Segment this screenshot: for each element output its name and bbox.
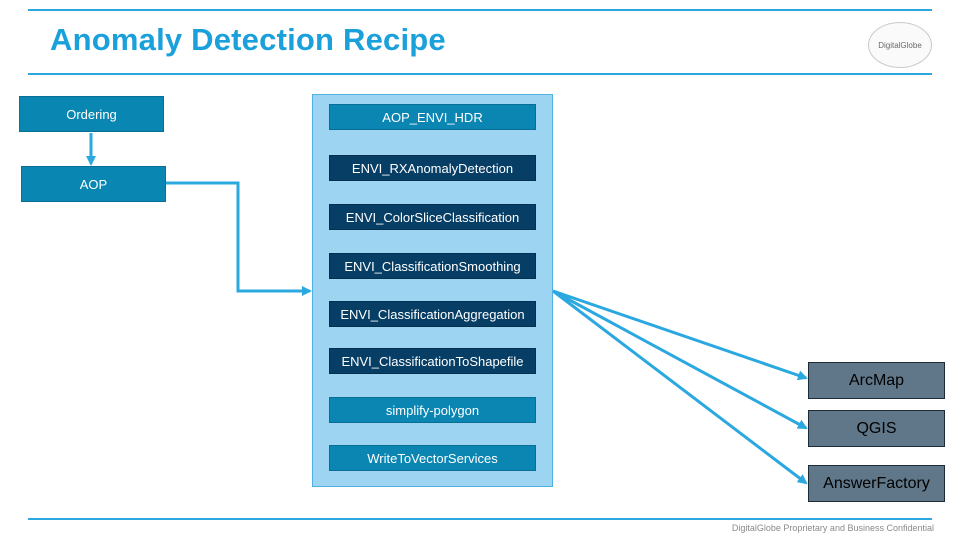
- output-qgis: QGIS: [808, 410, 945, 447]
- arrow-to-arcmap: [552, 289, 808, 381]
- ordering-box: Ordering: [19, 96, 164, 132]
- arrow-aop-pipeline: [166, 181, 312, 296]
- footer-rule: [28, 518, 932, 520]
- page-title: Anomaly Detection Recipe: [50, 22, 446, 57]
- aop-box: AOP: [21, 166, 166, 202]
- step-aop-envi-hdr: AOP_ENVI_HDR: [329, 104, 536, 130]
- arrow-to-qgis: [552, 289, 808, 430]
- footer-text: DigitalGlobe Proprietary and Business Co…: [731, 523, 934, 533]
- step-envi-rxanomalydetection: ENVI_RXAnomalyDetection: [329, 155, 536, 181]
- header-rule: [28, 73, 932, 75]
- arrow-to-answerfactory: [552, 289, 808, 485]
- step-simplify-polygon: simplify-polygon: [329, 397, 536, 423]
- pipeline-panel: [312, 94, 553, 487]
- step-envi-colorsliceclassification: ENVI_ColorSliceClassification: [329, 204, 536, 230]
- digitalglobe-logo: DigitalGlobe: [868, 22, 932, 68]
- output-arcmap: ArcMap: [808, 362, 945, 399]
- logo-text: DigitalGlobe: [878, 40, 922, 50]
- output-answerfactory: AnswerFactory: [808, 465, 945, 502]
- step-envi-classificationtoshapefile: ENVI_ClassificationToShapefile: [329, 348, 536, 374]
- step-envi-classificationaggregation: ENVI_ClassificationAggregation: [329, 301, 536, 327]
- top-rule: [28, 9, 932, 11]
- step-envi-classificationsmoothing: ENVI_ClassificationSmoothing: [329, 253, 536, 279]
- step-writetovectorservices: WriteToVectorServices: [329, 445, 536, 471]
